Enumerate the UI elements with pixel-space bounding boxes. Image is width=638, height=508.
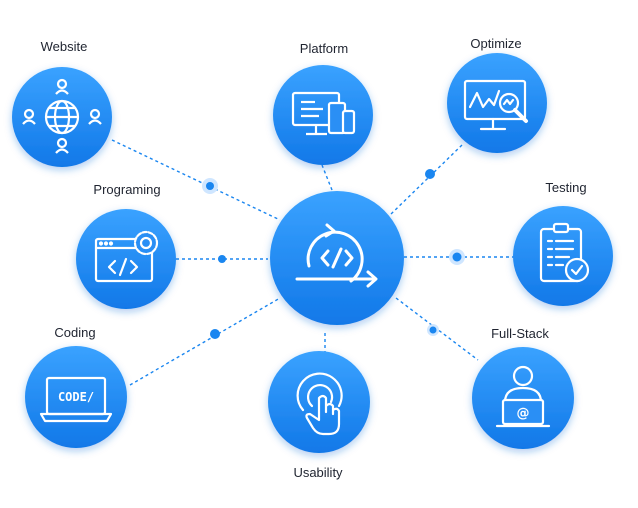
fullstack-circle — [472, 347, 574, 449]
email-symbol: @ — [517, 406, 530, 421]
connector-optimize — [389, 144, 463, 216]
center-node — [270, 191, 404, 325]
label-optimize: Optimize — [470, 36, 522, 51]
node-platform — [273, 65, 373, 165]
dot-testing-core — [452, 252, 462, 262]
node-usability — [268, 351, 370, 453]
node-coding: CODE/ — [25, 346, 127, 448]
dot-coding — [210, 329, 220, 339]
label-programing: Programing — [93, 182, 161, 197]
globe-users-icon — [22, 78, 102, 154]
code-text: CODE/ — [58, 390, 94, 404]
node-website — [12, 67, 112, 167]
dot-programing — [218, 255, 226, 263]
node-testing — [513, 206, 613, 306]
dot-fullstack-core — [429, 326, 437, 334]
connector-coding — [129, 297, 281, 386]
clipboard-check-icon — [539, 222, 590, 283]
hand-tap-icon — [296, 372, 343, 436]
connector-website — [111, 139, 281, 221]
label-usability: Usability — [293, 465, 343, 480]
node-fullstack: @ — [472, 347, 574, 449]
laptop-code-icon: CODE/ — [39, 376, 113, 423]
platform-circle — [273, 65, 373, 165]
label-coding: Coding — [54, 325, 96, 340]
monitor-chart-magnifier-icon — [463, 79, 528, 131]
node-optimize — [447, 53, 547, 153]
code-cycle-icon — [295, 223, 378, 288]
connector-dots — [202, 169, 465, 339]
label-platform: Platform — [299, 41, 349, 56]
label-website: Website — [40, 39, 88, 54]
node-programing — [76, 209, 176, 309]
developer-laptop-icon: @ — [495, 365, 551, 428]
label-testing: Testing — [545, 180, 587, 195]
connector-platform — [321, 164, 333, 191]
dot-optimize — [425, 169, 435, 179]
label-fullstack: Full-Stack — [491, 326, 549, 341]
optimize-circle — [447, 53, 547, 153]
dot-website-core — [206, 182, 214, 190]
browser-code-gear-icon — [94, 230, 159, 283]
devices-icon — [291, 91, 356, 136]
connector-fullstack — [395, 297, 479, 361]
coding-circle — [25, 346, 127, 448]
